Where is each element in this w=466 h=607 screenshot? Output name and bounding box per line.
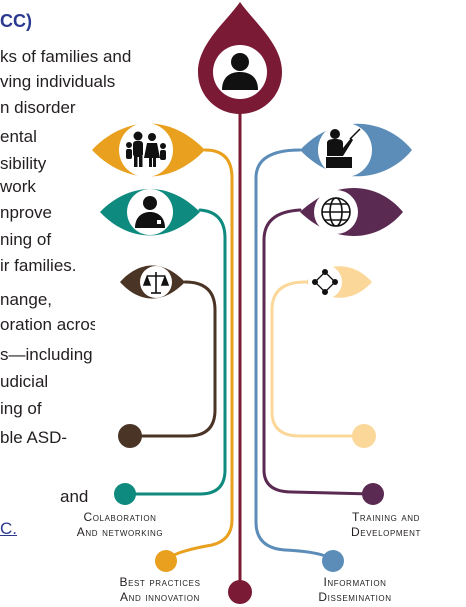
top-drop	[198, 2, 282, 114]
teal-connector	[123, 208, 227, 496]
text-line: ing of	[0, 399, 42, 418]
blue-connector	[254, 148, 335, 563]
text-line: ir families.	[0, 256, 77, 275]
stem-dot	[228, 580, 252, 604]
doctor-eye	[100, 188, 200, 236]
text-line: s—including	[0, 345, 93, 364]
text-line: nprove	[0, 203, 52, 222]
peach-dot	[352, 424, 376, 448]
caption-best-practices: Best Practices and Innovation	[60, 575, 260, 605]
caption-line: Information	[323, 575, 387, 589]
text-line: nange,	[0, 290, 52, 309]
link-fragment[interactable]: C.	[0, 519, 17, 538]
text-line: and	[60, 487, 89, 506]
text-line: ental	[0, 127, 37, 146]
text-line: n disorder	[0, 98, 76, 117]
caption-line: Colaboration	[83, 510, 157, 524]
text-line: ning of	[0, 230, 52, 249]
teacher-eye	[300, 123, 412, 177]
family-icon	[126, 131, 166, 167]
text-line: ble ASD-	[0, 428, 68, 447]
family-eye	[92, 123, 205, 177]
caption-line: Dissemination	[318, 590, 392, 604]
collaboration-dot	[114, 483, 136, 505]
caption-training: Training and Development	[306, 510, 466, 540]
scales-eye	[120, 265, 185, 299]
text-line: udicial	[0, 372, 49, 391]
network-icon	[312, 269, 338, 295]
caption-line: and Networking	[76, 525, 164, 539]
caption-line: and Innovation	[120, 590, 200, 604]
caption-line: Training and	[351, 510, 421, 524]
brown-connector	[128, 280, 217, 438]
network-eye	[305, 265, 372, 299]
globe-eye	[300, 187, 403, 237]
text-line: oration across	[0, 315, 107, 334]
person-icon	[222, 53, 258, 90]
globe-icon	[321, 197, 351, 227]
caption-line: Best Practices	[119, 575, 201, 589]
caption-collaboration: Colaboration and Networking	[20, 510, 220, 540]
orange-connector	[166, 148, 234, 562]
training-dot	[362, 483, 384, 505]
brown-dot	[118, 424, 142, 448]
text-line: ks of families and	[0, 47, 132, 66]
caption-information: Information Dissemination	[255, 575, 455, 605]
text-line: sibility	[0, 154, 47, 173]
peach-connector	[270, 280, 366, 438]
purple-connector	[262, 208, 374, 496]
information-dot	[322, 550, 344, 572]
text-line: work	[0, 177, 36, 196]
teacher-icon	[326, 128, 361, 168]
best-practices-dot	[155, 550, 177, 572]
heading-fragment: CC)	[0, 11, 32, 31]
scales-icon	[142, 272, 170, 294]
text-line: ving individuals	[0, 72, 116, 91]
doctor-icon	[135, 196, 165, 228]
caption-line: Development	[351, 525, 421, 539]
